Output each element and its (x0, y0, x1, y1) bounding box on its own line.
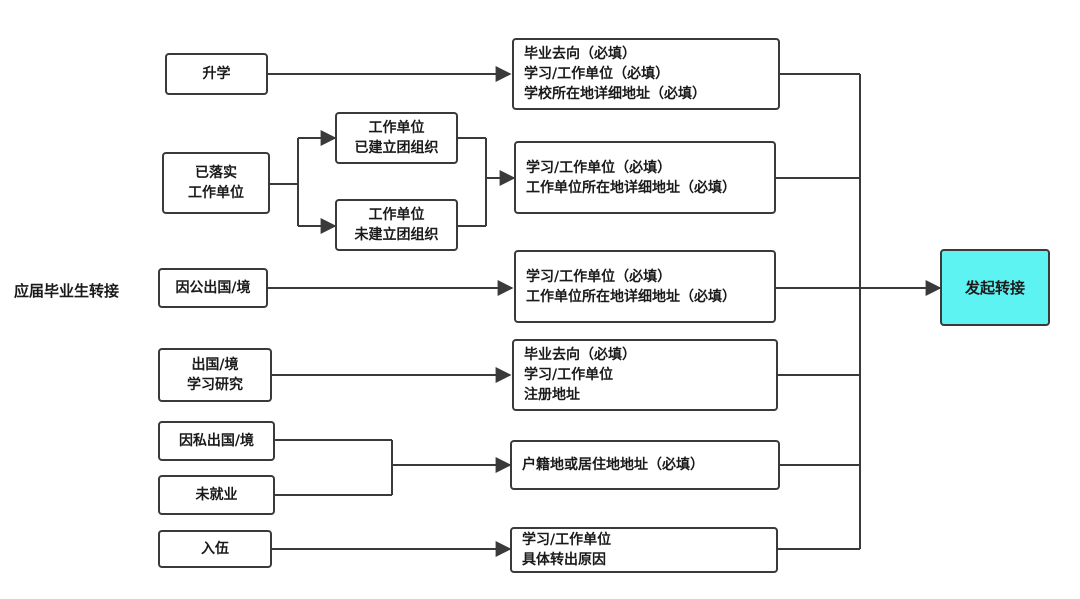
req-line: 具体转出原因 (522, 552, 606, 568)
node-label: 因私出国/境 (178, 433, 255, 449)
node-label: 工作单位 (188, 185, 244, 201)
node-chuguo: 出国/境 学习研究 (158, 348, 272, 402)
target-label: 发起转接 (964, 278, 1025, 297)
node-label: 已建立团组织 (354, 140, 439, 156)
node-label: 升学 (202, 66, 231, 82)
req-line: 户籍地或居住地地址（必填） (522, 457, 704, 473)
req-yingong: 学习/工作单位（必填） 工作单位所在地详细地址（必填） (514, 250, 776, 323)
node-label: 已落实 (195, 165, 237, 181)
req-line: 学习/工作单位（必填） (524, 66, 670, 82)
node-label: 学习研究 (187, 377, 243, 393)
node-label: 工作单位 (368, 120, 425, 136)
node-label: 因公出国/境 (175, 280, 251, 296)
req-line: 学习/工作单位 (524, 367, 614, 383)
req-chuguo: 毕业去向（必填） 学习/工作单位 注册地址 (512, 339, 778, 411)
req-line: 工作单位所在地详细地址（必填） (526, 288, 736, 305)
diagram-title: 应届毕业生转接 (14, 282, 120, 300)
node-weijiuye: 未就业 (158, 475, 275, 515)
req-line: 学习/工作单位（必填） (526, 159, 672, 176)
req-shengxue: 毕业去向（必填） 学习/工作单位（必填） 学校所在地详细地址（必填） (512, 38, 780, 110)
req-line: 学习/工作单位（必填） (526, 268, 672, 285)
target-start-transfer[interactable]: 发起转接 (940, 249, 1050, 326)
node-label: 未建立团组织 (354, 227, 439, 243)
req-line: 注册地址 (524, 387, 580, 403)
req-line: 毕业去向（必填） (524, 46, 636, 62)
node-ruwu: 入伍 (158, 530, 272, 568)
node-label: 入伍 (201, 541, 229, 557)
req-line: 毕业去向（必填） (524, 347, 636, 363)
req-ruwu: 学习/工作单位 具体转出原因 (510, 527, 778, 573)
node-yingong: 因公出国/境 (158, 268, 268, 308)
req-line: 工作单位所在地详细地址（必填） (526, 179, 736, 196)
req-line: 学习/工作单位 (522, 532, 612, 548)
node-label: 工作单位 (368, 207, 425, 223)
node-label: 出国/境 (191, 357, 239, 373)
node-shengxue: 升学 (165, 53, 268, 95)
req-yinsi: 户籍地或居住地地址（必填） (510, 440, 780, 490)
req-line: 学校所在地详细地址（必填） (524, 86, 706, 102)
node-weijianli: 工作单位 未建立团组织 (335, 199, 458, 251)
node-luoshi: 已落实 工作单位 (162, 152, 270, 214)
node-yinsi: 因私出国/境 (158, 421, 275, 461)
req-luoshi: 学习/工作单位（必填） 工作单位所在地详细地址（必填） (514, 141, 776, 214)
node-yijianli: 工作单位 已建立团组织 (335, 112, 458, 164)
node-label: 未就业 (195, 487, 238, 503)
